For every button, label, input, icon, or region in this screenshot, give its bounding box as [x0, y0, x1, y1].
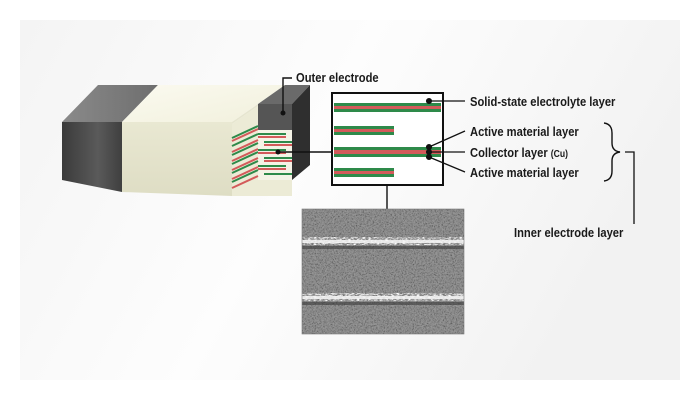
outer-electrode-leader [282, 77, 292, 113]
active-top-leader [428, 130, 466, 148]
active-material-top-label: Active material layer [470, 124, 579, 139]
layer-left1-green-2 [334, 132, 394, 135]
layer-mid-green-1 [334, 147, 441, 150]
active-material-bottom-label: Active material layer [470, 165, 579, 180]
layer-top-red [334, 106, 441, 109]
collector-label: Collector layer (Cu) [470, 145, 568, 162]
collector-dot [425, 148, 433, 156]
active-bottom-dot [425, 153, 433, 161]
right-electrode-top [258, 85, 310, 104]
layer-left1-red [334, 129, 394, 132]
zoom-connector-dot [275, 149, 281, 155]
chip-illustration [62, 85, 310, 196]
sem-image [302, 209, 464, 334]
layer-left2-red [334, 171, 394, 174]
chip-body-front [122, 122, 232, 196]
outer-electrode-label: Outer electrode [296, 70, 379, 85]
cut-section-layers [231, 125, 292, 189]
inner-electrode-leader [625, 151, 635, 224]
collector-unit: (Cu) [550, 149, 568, 160]
electrolyte-dot [425, 97, 433, 105]
left-electrode-top [62, 85, 158, 122]
layer-mid-green-2 [334, 154, 441, 157]
chip-body-top [122, 85, 285, 122]
left-electrode-front [62, 122, 122, 192]
layer-top-green-1 [334, 103, 441, 106]
active-top-dot [425, 143, 433, 151]
cut-bottom [258, 180, 292, 196]
solid-electrolyte-label: Solid-state electrolyte layer [470, 94, 616, 109]
cut-top-edge [232, 104, 258, 124]
layer-left2-green-2 [334, 174, 394, 177]
sem-image-border [301, 208, 465, 335]
layer-mid-red [334, 150, 441, 154]
right-electrode-front [258, 104, 292, 130]
outer-electrode-dot [280, 110, 286, 116]
layer-top-green-2 [334, 109, 441, 112]
right-electrode-side [292, 85, 310, 180]
layer-left2-green-1 [334, 168, 394, 171]
collector-label-text: Collector layer [470, 145, 548, 160]
layer-left1-green-1 [334, 126, 394, 129]
inner-electrode-label: Inner electrode layer [514, 225, 624, 240]
cut-front-face [258, 130, 292, 180]
active-bottom-leader [428, 156, 466, 173]
zoom-box [331, 92, 444, 186]
inner-layer-brace [603, 122, 621, 182]
